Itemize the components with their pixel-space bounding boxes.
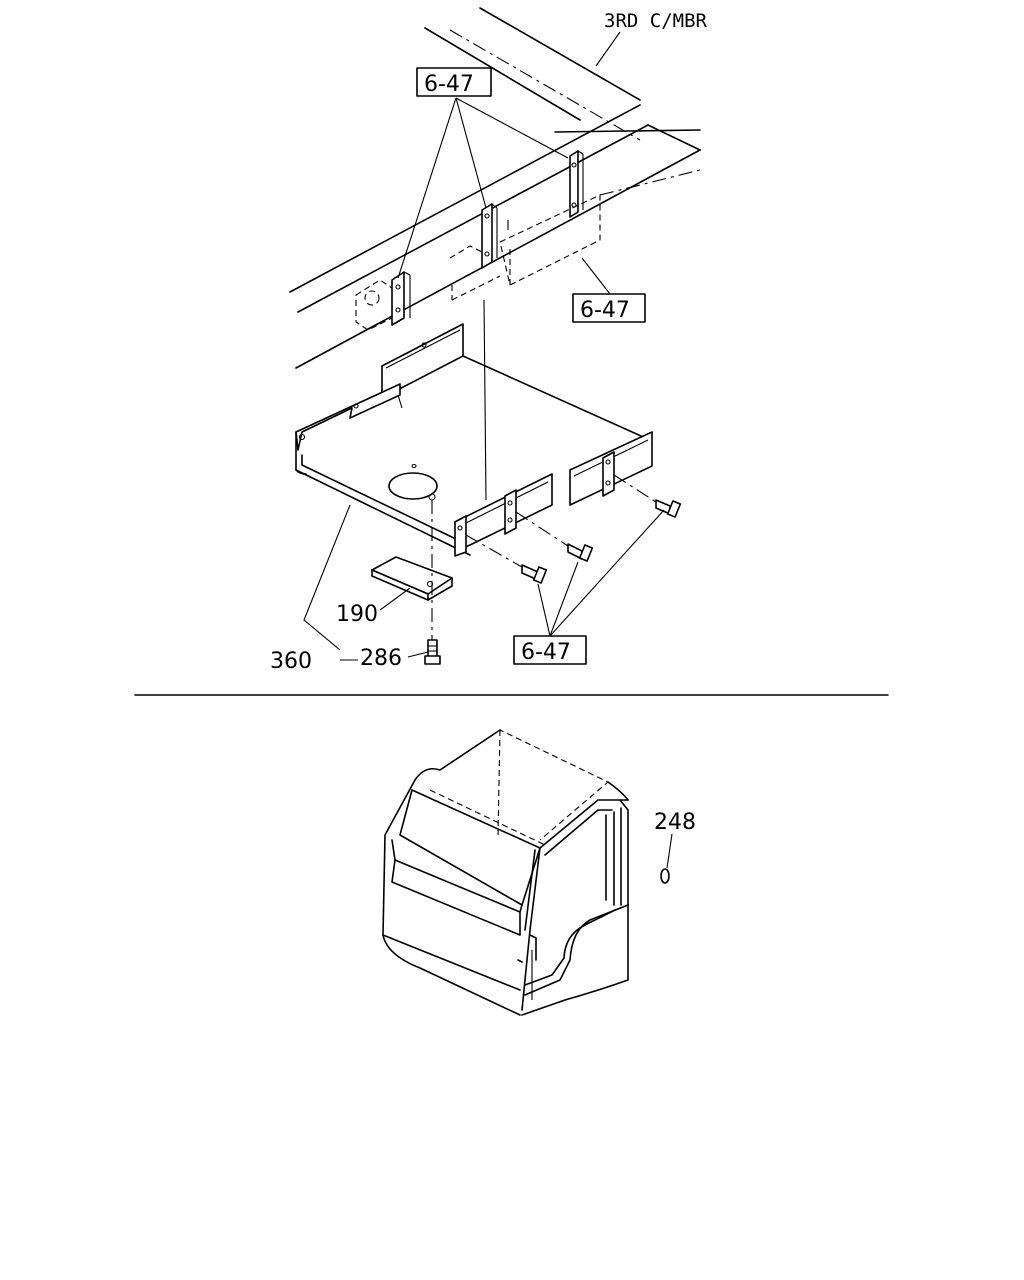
bolt-2: [567, 543, 594, 562]
cross-member-leader: [595, 31, 621, 67]
ref-label-bottom: 6-47: [521, 640, 571, 665]
hidden-mount-box: [451, 194, 601, 301]
ref-box-bottom: 6-47: [513, 635, 587, 665]
frame-bracket-right: [569, 150, 584, 218]
bolt-286: [424, 639, 441, 665]
bolt-1: [521, 564, 548, 584]
battery-tray: [295, 299, 653, 557]
truck-cab: [382, 729, 629, 1016]
leader-lines: [303, 97, 665, 661]
frame-bracket-middle: [449, 203, 509, 269]
frame-bracket-left: [355, 271, 411, 331]
bolt-3: [655, 499, 682, 518]
plug-248: [660, 833, 673, 884]
part-number-360: 360: [270, 649, 312, 674]
cross-member-label: 3RD C/MBR: [604, 10, 708, 32]
ref-box-top: 6-47: [416, 67, 492, 97]
frame-rail: [289, 7, 701, 369]
bracket-pad: [371, 500, 453, 640]
ref-box-middle: 6-47: [572, 293, 646, 323]
ref-label-top: 6-47: [424, 72, 474, 97]
part-number-248: 248: [654, 810, 696, 835]
ref-label-middle: 6-47: [580, 298, 630, 323]
part-number-286: 286: [360, 646, 402, 671]
part-number-190: 190: [336, 602, 378, 627]
